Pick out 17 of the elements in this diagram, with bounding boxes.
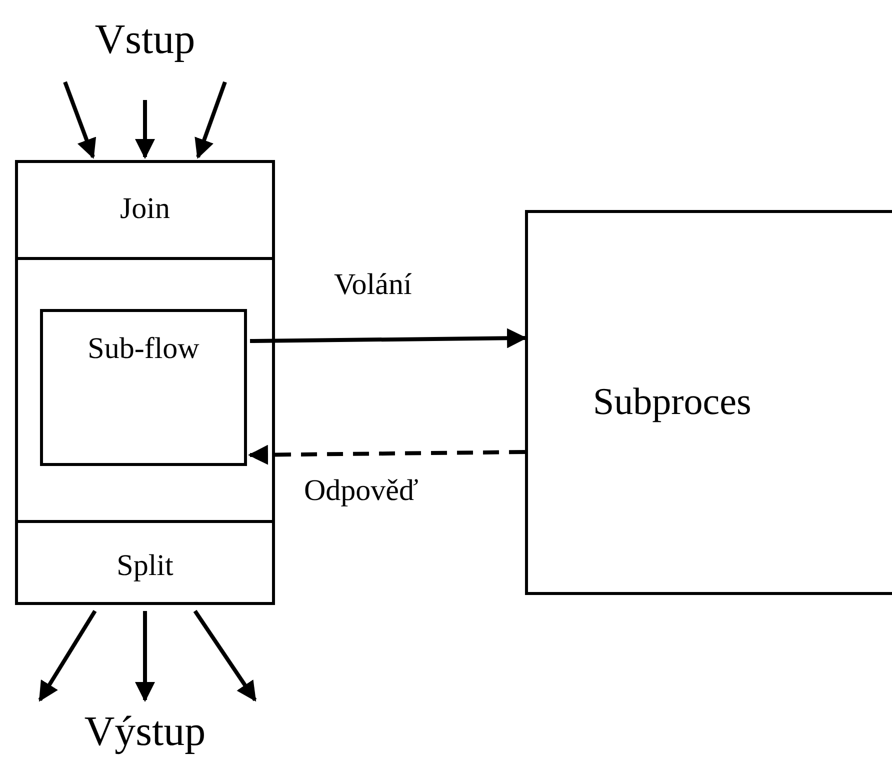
process-box bbox=[525, 210, 892, 595]
node-label: Vstup bbox=[94, 16, 196, 65]
container-box bbox=[15, 160, 275, 605]
arrow bbox=[63, 81, 96, 159]
node-label: Join bbox=[120, 191, 170, 227]
arrow bbox=[38, 610, 97, 702]
process-box bbox=[40, 309, 247, 466]
arrow bbox=[250, 328, 527, 348]
arrow bbox=[135, 100, 155, 159]
node-label: Sub-flow bbox=[88, 334, 200, 367]
arrow bbox=[193, 610, 257, 702]
node-label: Split bbox=[116, 548, 174, 584]
node-label: Subproces bbox=[593, 380, 752, 425]
arrow bbox=[248, 444, 526, 465]
arrow bbox=[194, 81, 227, 159]
node-label: Výstup bbox=[84, 708, 206, 757]
arrow bbox=[135, 611, 155, 702]
